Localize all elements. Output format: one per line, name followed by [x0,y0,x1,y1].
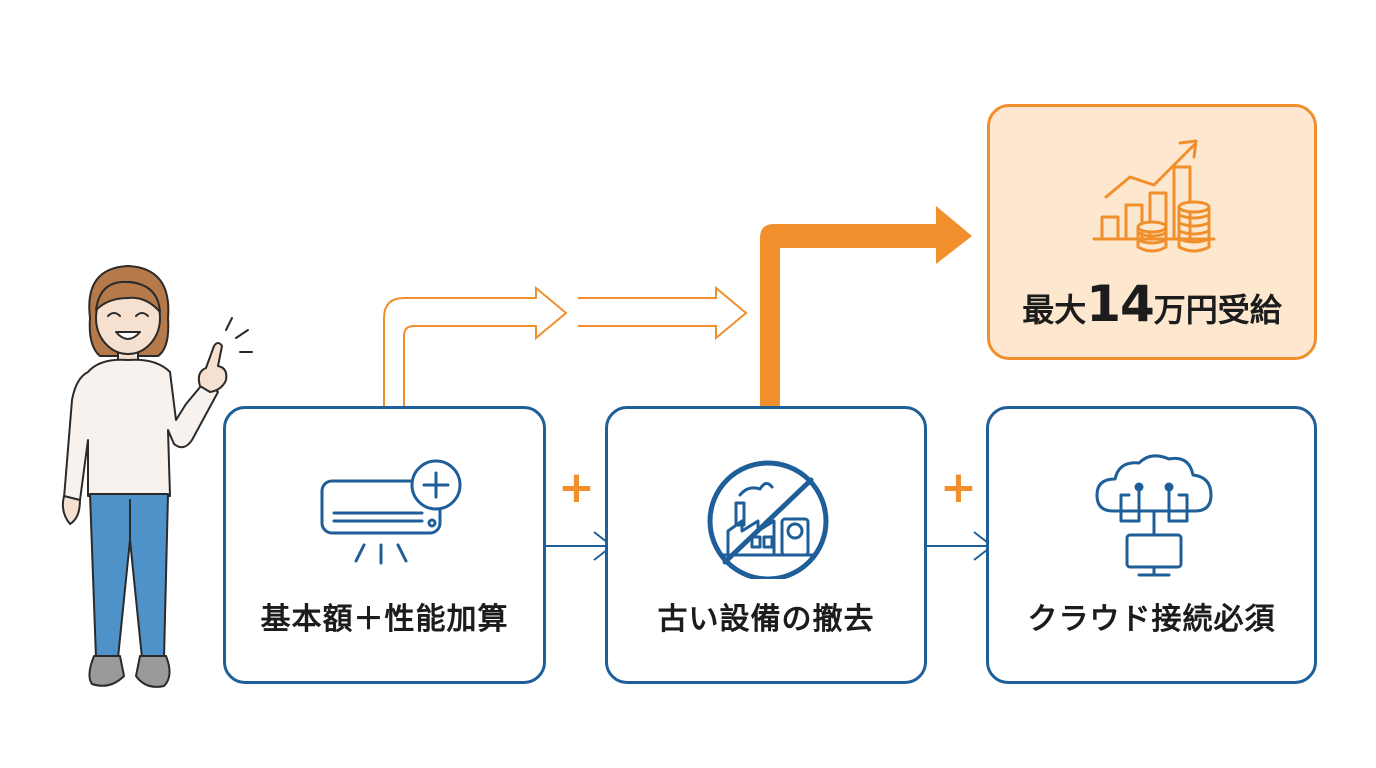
step-box-1: 基本額＋性能加算 [223,406,546,684]
cloud-network-icon [1095,454,1213,577]
step-label-1: 基本額＋性能加算 [260,602,509,637]
thin-orange-arrow-2 [578,285,748,341]
step-label-2: 古い設備の撤去 [657,602,875,637]
plus-connector-1: + [558,462,595,513]
air-conditioner-plus-icon [320,459,462,565]
step-box-2: 古い設備の撤去 [605,406,927,684]
result-prefix: 最大 [1022,291,1087,329]
no-old-equipment-icon [707,460,829,579]
thin-orange-arrow-1 [383,285,568,406]
growth-chart-coins-icon [1092,139,1216,253]
thick-orange-arrow [760,206,972,406]
result-suffix: 万円受給 [1153,291,1282,329]
step-label-3: クラウド接続必須 [1027,602,1276,637]
result-amount: 14 [1086,275,1155,333]
woman-pointing-icon [61,265,253,688]
result-text: 最大14万円受給 [990,275,1314,333]
result-box: 最大14万円受給 [987,104,1317,360]
plus-connector-2: + [940,462,977,513]
step-box-3: クラウド接続必須 [986,406,1317,684]
